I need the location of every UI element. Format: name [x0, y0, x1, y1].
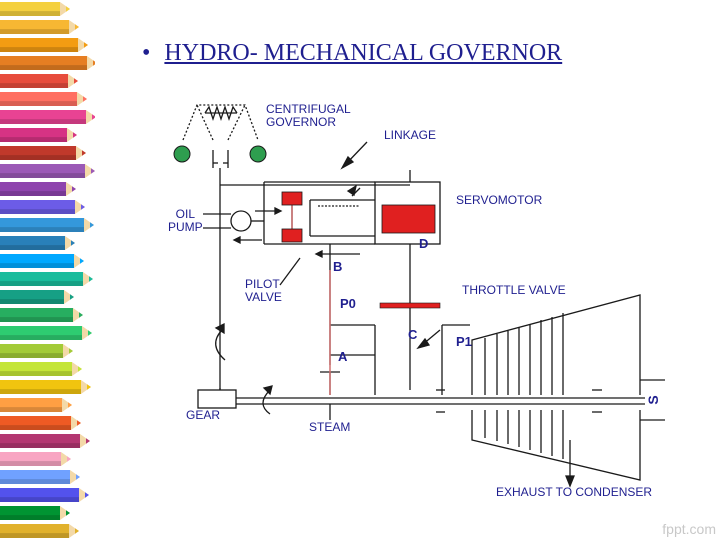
pencil — [0, 380, 91, 394]
pencil — [0, 272, 93, 286]
flyball-right — [249, 145, 267, 163]
pencil — [0, 128, 77, 142]
pencil — [0, 20, 79, 34]
linkage-label: LINKAGE — [384, 128, 437, 142]
pilot-valve-body — [263, 181, 375, 245]
pencil — [0, 146, 86, 160]
title-bullet: • — [142, 40, 151, 66]
throttle-valve-disc — [379, 302, 441, 309]
pencil — [0, 488, 89, 502]
pencil — [0, 110, 95, 124]
pencil — [0, 326, 92, 340]
exhaust-label: EXHAUST TO CONDENSER — [496, 485, 653, 499]
governor-spring — [204, 104, 238, 122]
gear-label: GEAR — [186, 408, 221, 422]
pencil — [0, 200, 85, 214]
pencil — [0, 344, 73, 358]
label-c: C — [408, 327, 418, 342]
gear-block — [197, 389, 237, 409]
turbine-casing — [471, 294, 641, 488]
pencil — [0, 92, 87, 106]
pencil — [0, 470, 80, 484]
watermark: fppt.com — [662, 521, 716, 537]
throttle-valve-label: THROTTLE VALVE — [462, 283, 566, 297]
pencil — [0, 308, 83, 322]
label-a: A — [338, 349, 348, 364]
oil-pump-circle — [230, 210, 252, 232]
pencil — [0, 56, 95, 70]
label-d: D — [419, 236, 429, 251]
pencil — [0, 398, 72, 412]
pencil — [0, 182, 76, 196]
servomotor-piston — [381, 204, 436, 234]
pencil-border-decoration — [0, 2, 95, 538]
pilot-piston-top — [281, 191, 303, 206]
pencil — [0, 452, 71, 466]
label-p0: P0 — [340, 296, 356, 311]
servomotor-cylinder — [374, 181, 441, 245]
pencil — [0, 74, 78, 88]
centrifugal-governor-linkage — [182, 104, 259, 390]
pencil — [0, 362, 82, 376]
pencil — [0, 416, 81, 430]
pencil — [0, 524, 79, 538]
pencil — [0, 290, 74, 304]
flyball-left — [173, 145, 191, 163]
pencil — [0, 506, 70, 520]
pencil — [0, 254, 84, 268]
title-text: HYDRO- MECHANICAL GOVERNOR — [164, 40, 563, 66]
turbine-blades — [436, 313, 602, 459]
pencil — [0, 434, 90, 448]
pencil — [0, 218, 94, 232]
label-b: B — [333, 259, 343, 274]
pilot-piston-bottom — [281, 228, 303, 243]
pencil — [0, 236, 75, 250]
slide-title: • HYDRO- MECHANICAL GOVERNOR — [142, 40, 562, 67]
pencil — [0, 2, 70, 16]
pencil — [0, 38, 88, 52]
pencil — [0, 164, 95, 178]
steam-label: STEAM — [309, 420, 351, 434]
label-s: S — [645, 395, 661, 405]
servomotor-label: SERVOMOTOR — [456, 193, 543, 207]
label-p1: P1 — [456, 334, 472, 349]
